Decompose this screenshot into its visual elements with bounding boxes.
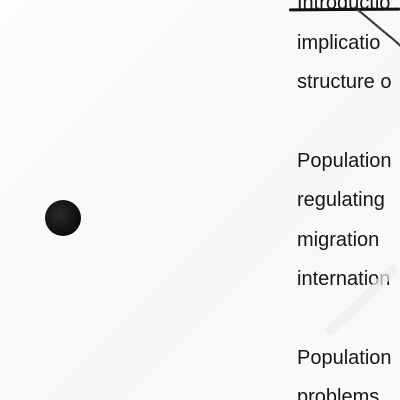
text-line: Population bbox=[297, 150, 392, 172]
text-column: Introductio implicatio structure o Popul… bbox=[297, 0, 400, 400]
text-line: implicatio bbox=[297, 32, 381, 54]
text-line: structure o bbox=[297, 71, 392, 93]
text-line: internation bbox=[297, 268, 391, 290]
text-line: problems bbox=[297, 386, 380, 400]
text-line: Population bbox=[297, 347, 392, 369]
text-line: migration bbox=[297, 229, 380, 251]
punch-hole bbox=[45, 200, 81, 236]
text-line: regulating bbox=[297, 189, 385, 211]
